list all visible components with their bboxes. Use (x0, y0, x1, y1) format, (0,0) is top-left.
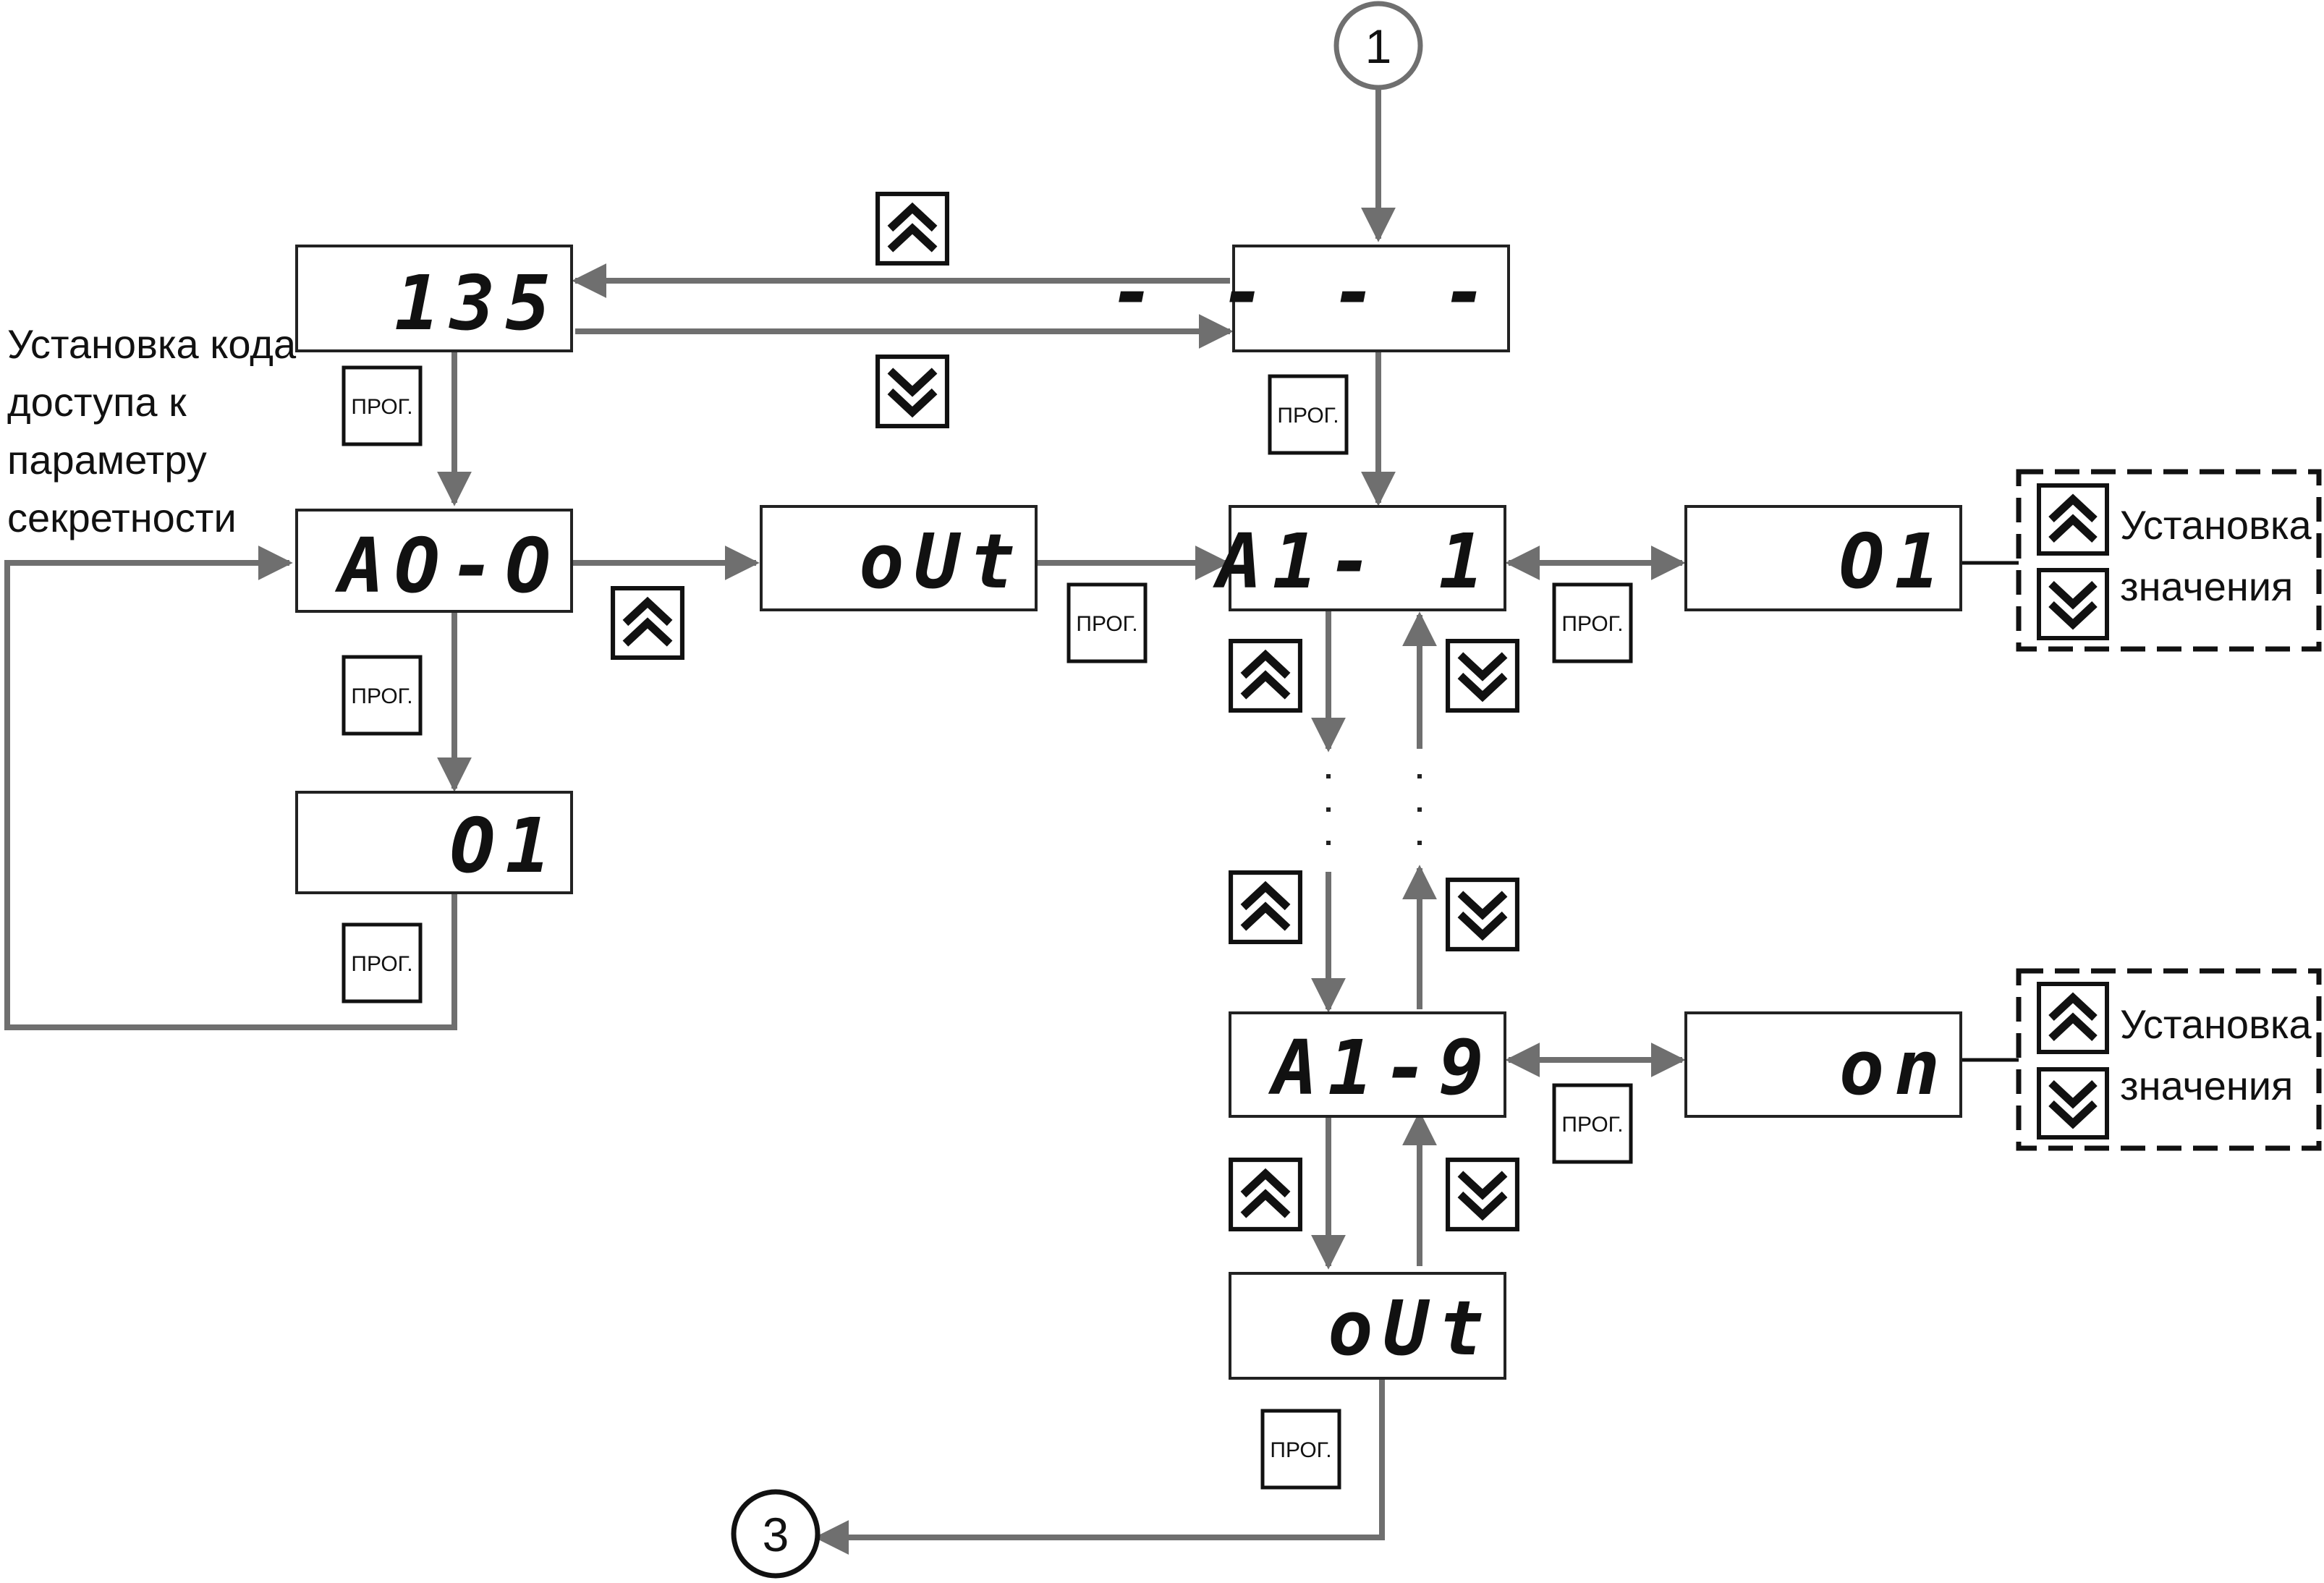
prog-button: ПРОГ. (1552, 582, 1633, 663)
prog-button: ПРОГ. (1268, 374, 1349, 455)
display-out-bottom-text: oUt (1328, 1284, 1494, 1372)
display-value-01-left-text: O1 (450, 802, 561, 890)
display-a1-1-text: A1- 1 (1213, 517, 1494, 606)
down-button-icon (1448, 880, 1517, 949)
set-value-label-line: Установка (2120, 502, 2312, 548)
end-node: 3 (731, 1489, 820, 1579)
prog-button: ПРОГ. (1552, 1083, 1633, 1164)
display-code-text: 135 (394, 259, 561, 347)
value-setting-group (2016, 968, 2322, 1151)
access-code-label-line: доступа к (7, 379, 187, 425)
down-button-icon (1448, 641, 1517, 710)
start-node-label: 1 (1365, 20, 1392, 73)
display-code: 135 (295, 245, 573, 352)
start-node: 1 (1333, 1, 1423, 90)
up-button-icon (613, 588, 682, 658)
display-ao0: AO-O (295, 509, 573, 613)
prog-button-label: ПРОГ. (1270, 1438, 1331, 1462)
display-value-01-right: O1 (1684, 505, 1962, 611)
display-value-01-right-text: O1 (1839, 517, 1950, 606)
set-value-label-line: Установка (2120, 1001, 2312, 1047)
set-value-label-line: значения (2120, 1063, 2293, 1108)
up-button-icon (1231, 873, 1300, 942)
prog-button: ПРОГ. (342, 922, 423, 1003)
prog-button-label: ПРОГ. (351, 952, 412, 976)
end-node-label: 3 (763, 1508, 789, 1561)
prog-button-label: ПРОГ. (1076, 612, 1137, 636)
display-value-01-left: O1 (295, 791, 573, 894)
set-value-label-line: значения (2120, 564, 2293, 609)
display-a1-1: A1- 1 (1213, 505, 1506, 611)
display-value-on-text: on (1839, 1024, 1950, 1112)
up-button-icon (1231, 1160, 1300, 1229)
prog-button: ПРОГ. (1066, 582, 1148, 663)
access-code-label: Установка кода доступа к параметру секре… (7, 321, 297, 540)
connectors (4, 87, 2019, 1555)
down-button-icon (1448, 1160, 1517, 1229)
up-button-icon (1231, 641, 1300, 710)
access-code-label-line: параметру (7, 437, 207, 483)
display-a1-9: A1-9 (1229, 1011, 1506, 1118)
up-button-icon (2039, 984, 2107, 1052)
prog-button: ПРОГ. (342, 655, 423, 736)
prog-button-label: ПРОГ. (1277, 404, 1339, 428)
access-code-label-line: секретности (7, 495, 237, 540)
display-dashes: - - - - (1110, 245, 1510, 352)
down-button-icon (2039, 570, 2107, 638)
prog-button-label: ПРОГ. (351, 395, 412, 419)
display-dashes-text: - - - - (1110, 248, 1498, 336)
set-value-label: Установка значения (2120, 502, 2312, 609)
set-value-label: Установка значения (2120, 1001, 2312, 1108)
prog-button-label: ПРОГ. (1561, 612, 1623, 636)
display-out-bottom: oUt (1229, 1272, 1506, 1380)
down-button-icon (878, 357, 947, 426)
up-button-icon (2039, 485, 2107, 553)
prog-button-label: ПРОГ. (1561, 1113, 1623, 1137)
display-out-top: oUt (760, 505, 1038, 611)
display-value-on: on (1684, 1011, 1962, 1118)
display-out-top-text: oUt (859, 517, 1025, 606)
prog-button: ПРОГ. (1260, 1409, 1341, 1490)
prog-button: ПРОГ. (342, 365, 423, 446)
down-button-icon (2039, 1069, 2107, 1137)
up-button-icon (878, 194, 947, 263)
prog-button-label: ПРОГ. (351, 684, 412, 708)
value-setting-group (2016, 469, 2322, 652)
display-a1-9-text: A1-9 (1268, 1024, 1494, 1112)
access-code-label-line: Установка кода (7, 321, 297, 367)
display-ao0-text: AO-O (335, 522, 561, 610)
